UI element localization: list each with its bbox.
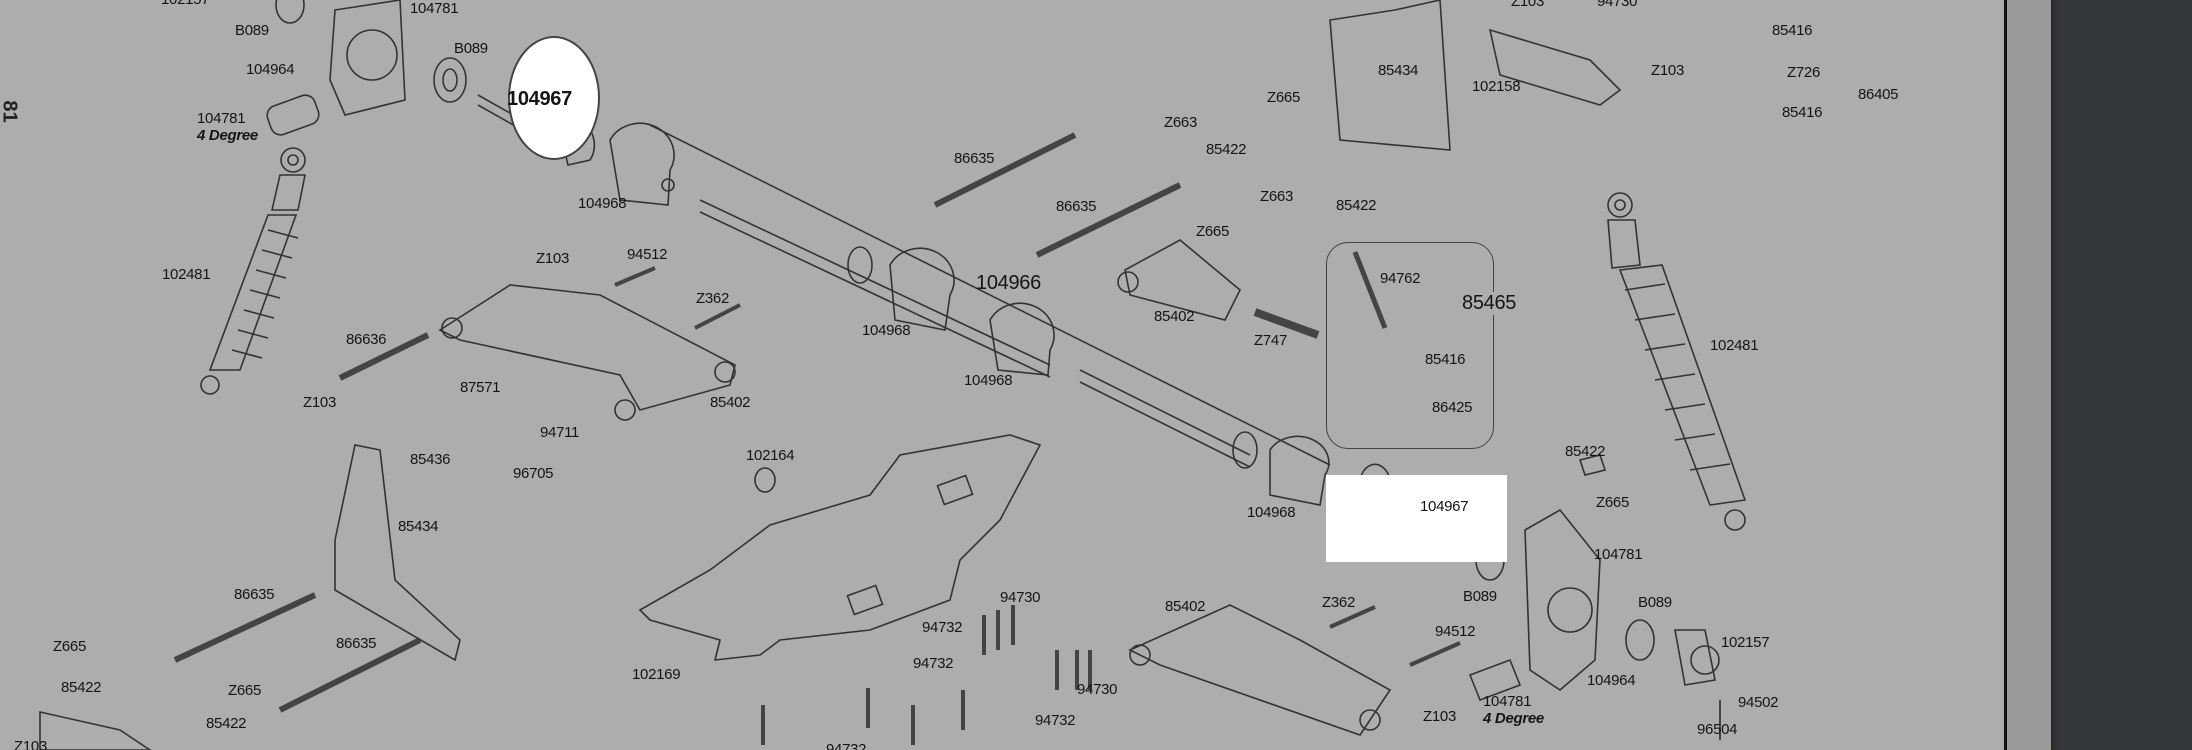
part-label: 102157 xyxy=(1721,634,1770,651)
part-label: 104964 xyxy=(1587,672,1636,689)
part-label: 94512 xyxy=(627,246,668,263)
part-label: Z665 xyxy=(1196,223,1229,240)
part-label: 85402 xyxy=(1165,598,1206,615)
part-label: Z103 xyxy=(1423,708,1456,725)
part-label: Z103 xyxy=(14,738,47,750)
part-label: B089 xyxy=(235,22,269,39)
part-label: 102157 xyxy=(161,0,210,8)
part-label: 85422 xyxy=(1336,197,1377,214)
part-label: Z663 xyxy=(1260,188,1293,205)
chassis-plate xyxy=(638,434,1042,661)
part-label: 104966 xyxy=(976,272,1041,294)
part-label: 86635 xyxy=(954,150,995,167)
exploded-parts-diagram xyxy=(39,0,1747,750)
part-label: Z103 xyxy=(536,250,569,267)
part-label: Z665 xyxy=(53,638,86,655)
part-label: 104968 xyxy=(964,372,1013,389)
part-label: 94512 xyxy=(1435,623,1476,640)
part-label: 104781 xyxy=(197,110,246,127)
viewer-gutter xyxy=(2007,0,2051,750)
part-label: Z726 xyxy=(1787,64,1820,81)
part-label: 85422 xyxy=(61,679,102,696)
screws xyxy=(761,605,1721,745)
part-label: 102169 xyxy=(632,666,681,683)
part-label: 94502 xyxy=(1738,694,1779,711)
part-label: 94711 xyxy=(540,424,580,441)
shock-right xyxy=(1607,192,1747,531)
part-label: 86636 xyxy=(346,331,387,348)
highlight-box-label: 104967 xyxy=(1420,498,1469,515)
part-label: 104781 xyxy=(1594,546,1643,563)
part-label: Z362 xyxy=(696,290,729,307)
part-label: 86635 xyxy=(234,586,275,603)
highlight-circle-label: 104967 xyxy=(507,88,572,110)
part-label: 96705 xyxy=(513,465,554,482)
part-label: Z665 xyxy=(1267,89,1300,106)
part-label: 85434 xyxy=(398,518,439,535)
pdf-page: 104967 104967 85465 81 102157 B089 10478… xyxy=(0,0,2004,750)
part-label: 104781 xyxy=(410,0,459,17)
page-edge xyxy=(2004,0,2007,750)
part-label: 85422 xyxy=(1206,141,1247,158)
part-label: 94730 xyxy=(1000,589,1041,606)
hinge-pins xyxy=(173,132,1461,713)
part-label: 85422 xyxy=(206,715,247,732)
part-label: 86425 xyxy=(1432,399,1473,416)
part-label: 86635 xyxy=(1056,198,1097,215)
part-label-note: 4 Degree xyxy=(197,127,258,144)
part-label: 85416 xyxy=(1425,351,1466,368)
part-label: 86635 xyxy=(336,635,377,652)
part-label: 102481 xyxy=(162,266,211,283)
part-label: 104964 xyxy=(246,61,295,78)
part-label: 96504 xyxy=(1697,721,1738,738)
kit-box xyxy=(1326,242,1494,449)
part-label: 86405 xyxy=(1858,86,1899,103)
part-label: Z103 xyxy=(1511,0,1544,10)
part-label: 104781 xyxy=(1483,693,1532,710)
part-label: 85434 xyxy=(1378,62,1419,79)
drive-shaft xyxy=(649,124,1331,506)
part-label: 102481 xyxy=(1710,337,1759,354)
part-label: 102164 xyxy=(746,447,795,464)
kit-label: 85465 xyxy=(1462,292,1517,315)
part-label: 94732 xyxy=(922,619,963,636)
hub-carrier-top xyxy=(266,0,675,206)
part-label: 94732 xyxy=(826,741,867,750)
part-label: Z747 xyxy=(1254,332,1287,349)
part-label: 104968 xyxy=(862,322,911,339)
page-number: 81 xyxy=(0,100,21,123)
part-label: 102158 xyxy=(1472,78,1521,95)
viewer-background xyxy=(2051,0,2192,750)
part-label: 85402 xyxy=(1154,308,1195,325)
part-label-note: 4 Degree xyxy=(1483,710,1544,727)
part-label: B089 xyxy=(1638,594,1672,611)
part-label: 85416 xyxy=(1772,22,1813,39)
highlight-circle xyxy=(508,36,600,160)
shock-left xyxy=(200,147,306,395)
part-label: Z663 xyxy=(1164,114,1197,131)
part-label: 94730 xyxy=(1077,681,1118,698)
part-label: Z103 xyxy=(1651,62,1684,79)
part-label: 104968 xyxy=(1247,504,1296,521)
suspension-arms xyxy=(39,0,1622,750)
part-label: 94730 xyxy=(1597,0,1638,10)
part-label: 85416 xyxy=(1782,104,1823,121)
part-label: Z665 xyxy=(1596,494,1629,511)
part-label: B089 xyxy=(454,40,488,57)
part-label: B089 xyxy=(1463,588,1497,605)
part-label: Z103 xyxy=(303,394,336,411)
part-label: 94732 xyxy=(913,655,954,672)
part-label: Z665 xyxy=(228,682,261,699)
part-label: 104968 xyxy=(578,195,627,212)
part-label: Z362 xyxy=(1322,594,1355,611)
part-label: 94762 xyxy=(1380,270,1421,287)
part-label: 94732 xyxy=(1035,712,1076,729)
part-label: 85422 xyxy=(1565,443,1606,460)
part-label: 85402 xyxy=(710,394,751,411)
highlight-box xyxy=(1326,475,1507,562)
part-label: 87571 xyxy=(460,379,501,396)
part-label: 85436 xyxy=(410,451,451,468)
